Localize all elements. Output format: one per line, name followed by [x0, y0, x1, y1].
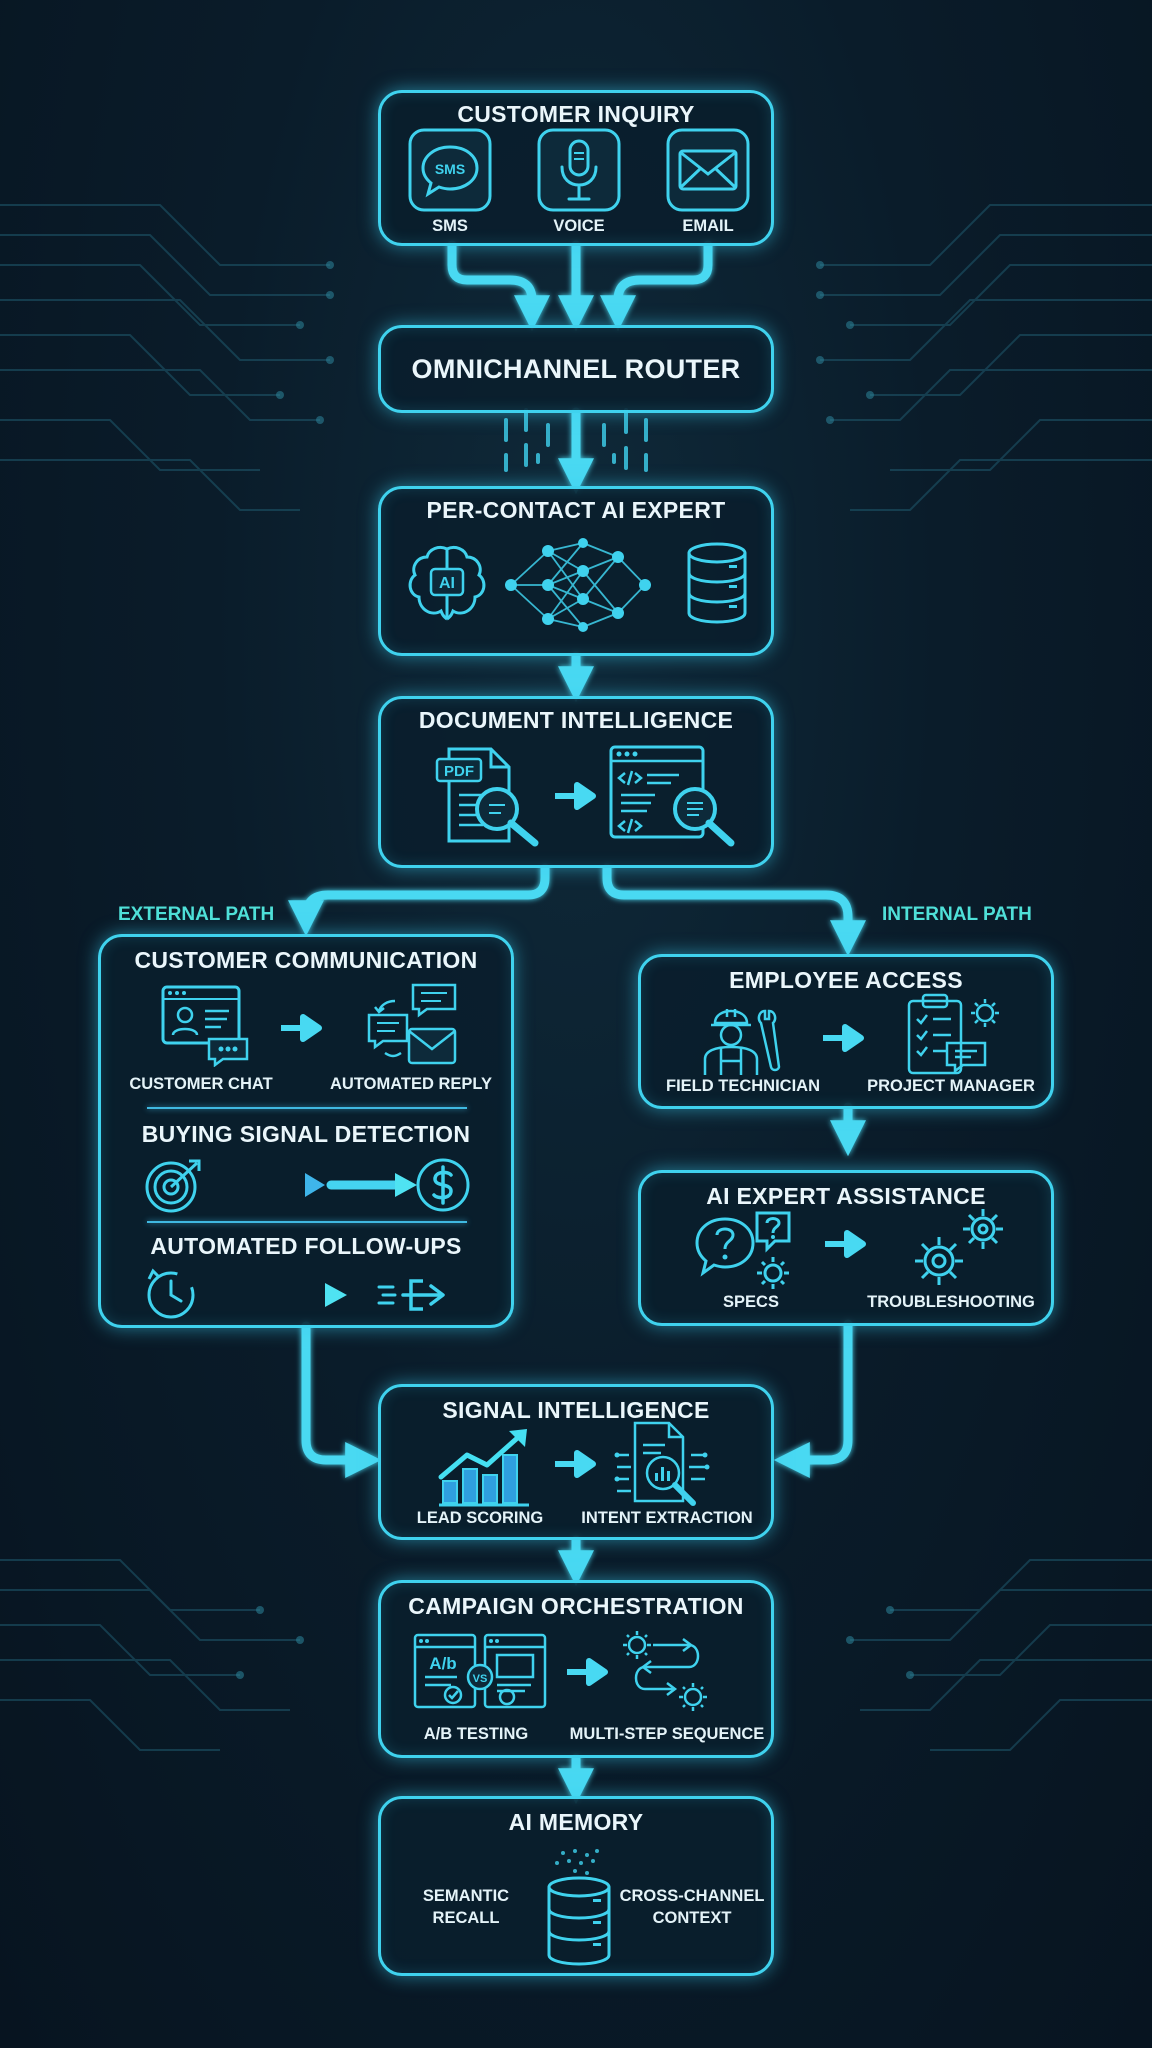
exit-arrow-icon [377, 1279, 445, 1311]
multi-step-sequence-label: MULTI-STEP SEQUENCE [569, 1725, 765, 1743]
growth-chart-icon [438, 1429, 529, 1507]
dollar-icon [416, 1158, 470, 1212]
svg-text:PDF: PDF [444, 763, 474, 780]
omnichannel-router-title: OMNICHANNEL ROUTER [411, 354, 741, 384]
customer-communication-title: CUSTOMER COMMUNICATION [134, 947, 478, 973]
ab-testing-label: A/B TESTING [423, 1725, 529, 1743]
flow-arrow-icon [555, 1450, 596, 1478]
troubleshooting-label: TROUBLESHOOTING [867, 1293, 1035, 1311]
arrow-assistance-to-signal [773, 1319, 853, 1478]
specs-label: SPECS [723, 1293, 779, 1311]
external-path-label: EXTERNAL PATH [118, 904, 275, 925]
database-icon [687, 542, 747, 624]
sms-bubble-icon: SMS [408, 128, 492, 212]
omnichannel-router-box: OMNICHANNEL ROUTER [378, 325, 774, 413]
customer-communication-box: CUSTOMER COMMUNICATION CUSTOMER CHAT AUT… [98, 934, 514, 1328]
document-intelligence-title: DOCUMENT INTELLIGENCE [418, 707, 734, 733]
arrow-docs-to-internal [602, 863, 866, 957]
channel-label-sms: SMS [432, 217, 468, 235]
arrow-sms-to-router [447, 240, 550, 332]
intent-extraction-label: INTENT EXTRACTION [581, 1509, 753, 1527]
channel-label-email: EMAIL [682, 217, 734, 235]
employee-access-box: EMPLOYEE ACCESS [638, 954, 1054, 1109]
internal-path-label: INTERNAL PATH [882, 904, 1032, 925]
followup-arrow [247, 1283, 347, 1307]
flow-arrow-icon [281, 1014, 322, 1042]
flow-arrow-icon [567, 1658, 608, 1686]
clipboard-icon [907, 993, 999, 1075]
lead-scoring-label: LEAD SCORING [416, 1509, 544, 1527]
context-label: CONTEXT [652, 1909, 732, 1927]
arrow-docs-to-external [288, 863, 550, 937]
ai-expert-box: PER-CONTACT AI EXPERT AI [378, 486, 774, 656]
campaign-orchestration-title: CAMPAIGN ORCHESTRATION [408, 1593, 744, 1619]
cross-channel-label: CROSS-CHANNEL [619, 1887, 765, 1905]
customer-chat-label: CUSTOMER CHAT [129, 1075, 273, 1093]
svg-text:AI: AI [439, 575, 455, 592]
signal-intelligence-title: SIGNAL INTELLIGENCE [442, 1397, 710, 1423]
clock-icon [147, 1268, 195, 1319]
pdf-search-icon: PDF [435, 747, 539, 847]
neural-network-icon [505, 538, 651, 632]
svg-text:SMS: SMS [435, 161, 465, 177]
arrow-external-to-signal [301, 1321, 382, 1478]
ai-memory-box: AI MEMORY SEMANTIC RECALL CROSS-CHANNEL … [378, 1796, 774, 1976]
ab-test-icon: A/b VS [413, 1633, 547, 1709]
memory-database-icon [547, 1849, 611, 1966]
recall-label: RECALL [432, 1909, 500, 1927]
automated-reply-label: AUTOMATED REPLY [330, 1075, 492, 1093]
signal-intelligence-box: SIGNAL INTELLIGENCE LEAD [378, 1384, 774, 1540]
chat-profile-icon [161, 985, 249, 1067]
document-intelligence-box: DOCUMENT INTELLIGENCE PDF [378, 696, 774, 868]
customer-inquiry-title: CUSTOMER INQUIRY [457, 101, 695, 127]
section-divider [147, 1221, 467, 1223]
ai-expert-title: PER-CONTACT AI EXPERT [426, 497, 726, 523]
reply-envelope-icon [367, 983, 457, 1065]
section-divider [147, 1107, 467, 1109]
workflow-icon [623, 1631, 707, 1711]
employee-access-title: EMPLOYEE ACCESS [729, 967, 963, 993]
campaign-orchestration-box: CAMPAIGN ORCHESTRATION A/b VS [378, 1580, 774, 1758]
field-technician-label: FIELD TECHNICIAN [666, 1077, 820, 1095]
code-search-icon [609, 745, 735, 847]
signal-progress-arrows [225, 1173, 417, 1197]
flow-arrow-icon [823, 1024, 864, 1052]
project-manager-label: PROJECT MANAGER [867, 1077, 1035, 1095]
ai-expert-assistance-title: AI EXPERT ASSISTANCE [706, 1183, 986, 1209]
target-icon [145, 1159, 201, 1213]
arrow-email-to-router [600, 240, 713, 332]
flow-arrow-icon [825, 1230, 866, 1258]
svg-text:A/b: A/b [429, 1654, 456, 1673]
flow-arrow-icon [555, 782, 596, 810]
technician-icon [703, 1009, 781, 1075]
envelope-icon [666, 128, 750, 212]
question-gear-icon [695, 1211, 791, 1289]
microphone-icon [537, 128, 621, 212]
ai-memory-title: AI MEMORY [508, 1809, 644, 1835]
buying-signal-title: BUYING SIGNAL DETECTION [141, 1121, 471, 1147]
document-analysis-icon [614, 1421, 710, 1506]
customer-inquiry-box: CUSTOMER INQUIRY SMS SMS VOICE EMAIL [378, 90, 774, 246]
automated-followups-title: AUTOMATED FOLLOW-UPS [150, 1233, 462, 1259]
channel-label-voice: VOICE [553, 217, 605, 235]
semantic-label: SEMANTIC [422, 1887, 510, 1905]
brain-icon: AI [408, 545, 486, 621]
ai-expert-assistance-box: AI EXPERT ASSISTANCE SPECS TRO [638, 1170, 1054, 1326]
gears-icon [915, 1209, 1003, 1285]
svg-text:VS: VS [473, 1673, 488, 1685]
